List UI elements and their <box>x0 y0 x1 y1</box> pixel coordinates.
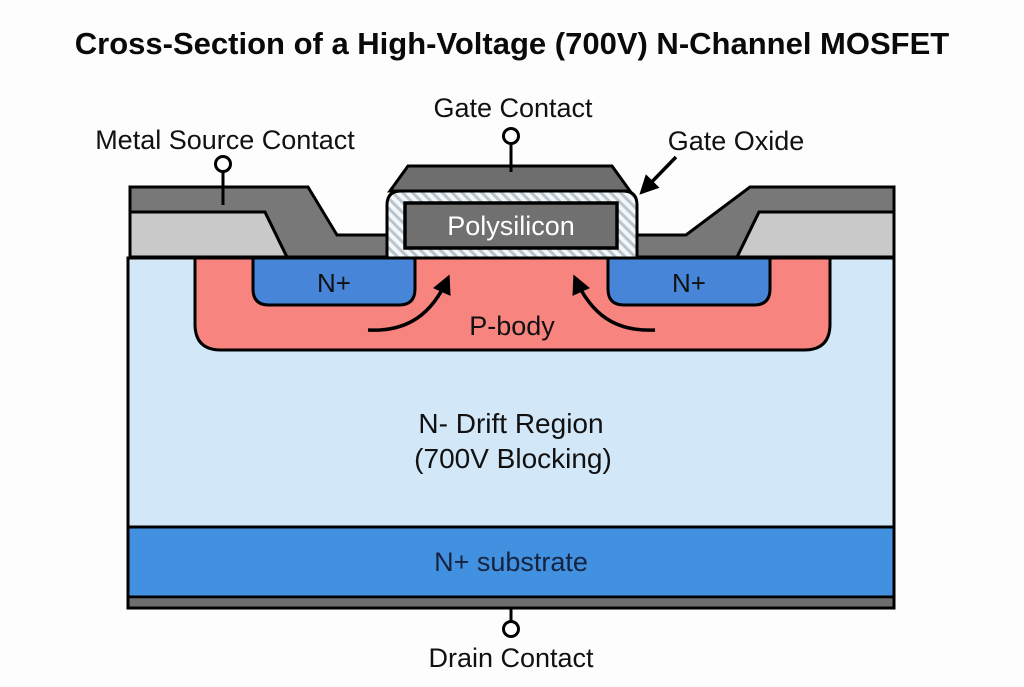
right-interlayer-oxide <box>734 210 896 259</box>
gate-contact-label: Gate Contact <box>433 93 593 123</box>
n-plus-substrate-region <box>126 525 896 599</box>
n-plus-left-label: N+ <box>317 268 351 298</box>
n-plus-right-label: N+ <box>672 268 706 298</box>
channel-current-arrow-right <box>572 274 656 332</box>
drain-metal-strip <box>126 595 896 610</box>
gate-pin-icon <box>502 127 520 145</box>
n-plus-source-right-region <box>606 256 772 307</box>
n-plus-source-left-region <box>251 256 417 307</box>
page-title: Cross-Section of a High-Voltage (700V) N… <box>75 26 949 61</box>
drain-contact-label: Drain Contact <box>428 643 594 673</box>
polysilicon-gate <box>403 201 619 250</box>
source-pin-icon <box>214 155 232 173</box>
drift-region-label-line1: N- Drift Region <box>418 408 603 439</box>
metal-source-contact-label: Metal Source Contact <box>95 125 355 155</box>
p-body-label: P-body <box>469 311 555 341</box>
n-plus-substrate-label: N+ substrate <box>434 547 588 577</box>
gate-oxide-label: Gate Oxide <box>668 126 805 156</box>
gate-oxide-pointer-arrow <box>639 155 678 195</box>
channel-current-arrow-left <box>367 274 451 332</box>
polysilicon-label: Polysilicon <box>447 211 575 241</box>
left-interlayer-oxide <box>128 210 290 259</box>
drift-region-label-line2: (700V Blocking) <box>414 443 612 474</box>
drain-pin-icon <box>502 620 520 638</box>
